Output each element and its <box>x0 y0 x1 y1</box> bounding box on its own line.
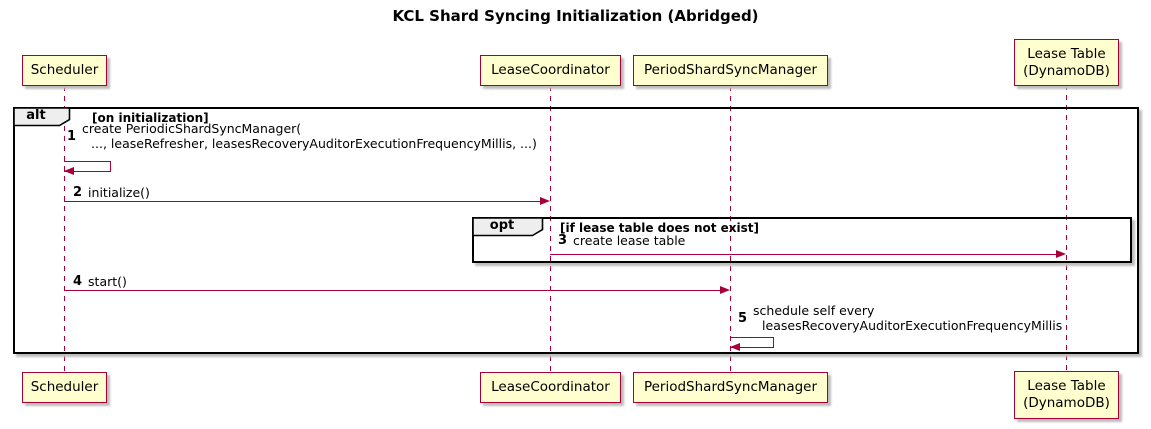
message-5-number: 5 <box>738 310 748 326</box>
participant-label: PeriodShardSyncManager <box>643 62 818 78</box>
alt-pentagon-icon <box>13 107 71 127</box>
lifeline-lease-table <box>1066 85 1067 371</box>
lifeline-lease-coordinator <box>550 86 551 372</box>
participant-period-shard-sync-manager-top: PeriodShardSyncManager <box>633 55 828 86</box>
message-4-label: 4 start() <box>73 274 127 289</box>
participant-label: Lease Table (DynamoDB) <box>1023 378 1110 411</box>
participant-lease-table-top: Lease Table (DynamoDB) <box>1014 39 1119 86</box>
diagram-title: KCL Shard Syncing Initialization (Abridg… <box>392 7 759 25</box>
message-2-arrowhead-icon <box>540 197 550 205</box>
message-3-arrow <box>550 254 1058 256</box>
participant-lease-coordinator-top: LeaseCoordinator <box>480 55 621 86</box>
message-2-label: 2 initialize() <box>73 185 150 200</box>
message-1-label: 1 create PeriodicShardSyncManager( ..., … <box>67 121 537 151</box>
message-4-arrowhead-icon <box>720 286 730 294</box>
alt-keyword: alt <box>26 108 46 123</box>
participant-label: Scheduler <box>30 379 99 395</box>
opt-condition: [if lease table does not exist] <box>560 221 760 235</box>
message-1-arrowhead-icon <box>64 167 74 175</box>
message-1-self-arrow <box>64 161 111 172</box>
message-3-number: 3 <box>558 233 568 248</box>
participant-scheduler-top: Scheduler <box>22 55 107 86</box>
lifeline-period-shard-sync-manager <box>730 86 731 372</box>
participant-label: LeaseCoordinator <box>491 379 610 395</box>
message-1-number: 1 <box>67 128 77 144</box>
participant-scheduler-bottom: Scheduler <box>22 372 107 403</box>
message-2-number: 2 <box>73 185 83 200</box>
opt-pentagon-icon <box>472 217 544 237</box>
participant-label: LeaseCoordinator <box>491 62 610 78</box>
message-3-label: 3 create lease table <box>558 233 686 248</box>
opt-frame: opt [if lease table does not exist] <box>472 217 1132 263</box>
alt-condition: [on initialization] <box>92 111 209 125</box>
message-2-arrow <box>64 201 542 203</box>
participant-lease-table-bottom: Lease Table (DynamoDB) <box>1014 371 1119 419</box>
participant-lease-coordinator-bottom: LeaseCoordinator <box>480 372 621 403</box>
message-5-self-arrow <box>730 337 774 348</box>
participant-period-shard-sync-manager-bottom: PeriodShardSyncManager <box>633 372 828 403</box>
message-3-arrowhead-icon <box>1056 250 1066 258</box>
message-5-label: 5 schedule self every leasesRecoveryAudi… <box>738 303 1063 333</box>
message-4-arrow <box>64 290 722 292</box>
message-5-arrowhead-icon <box>730 343 740 351</box>
lifeline-scheduler <box>64 86 65 372</box>
opt-keyword: opt <box>489 218 515 233</box>
participant-label: PeriodShardSyncManager <box>643 379 818 395</box>
opt-frame-label: opt <box>472 217 544 241</box>
participant-label: Scheduler <box>30 62 99 78</box>
alt-frame-label: alt <box>13 107 71 131</box>
alt-frame: alt [on initialization] <box>13 107 1139 354</box>
participant-label: Lease Table (DynamoDB) <box>1023 45 1110 79</box>
message-4-number: 4 <box>73 274 83 289</box>
